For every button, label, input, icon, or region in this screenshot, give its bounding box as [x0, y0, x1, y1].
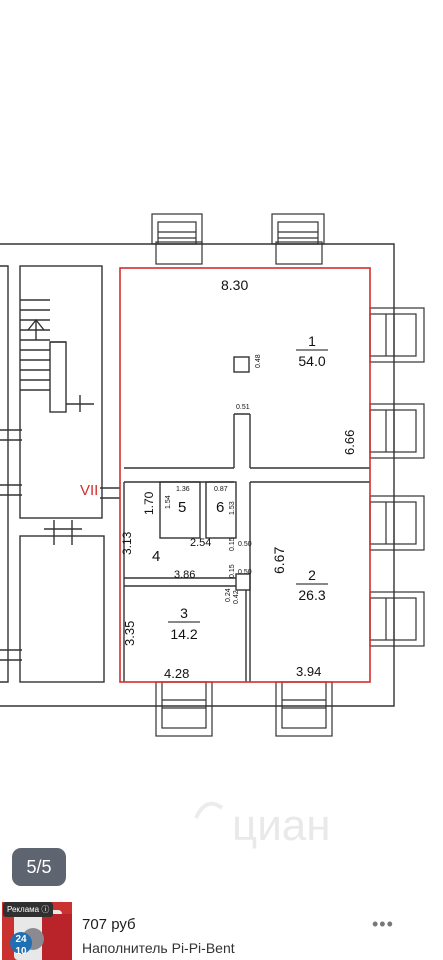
room-6-box — [205, 481, 237, 539]
room-1-area: 54.0 — [298, 353, 325, 369]
dim-254: 2.54 — [190, 537, 211, 549]
ad-banner[interactable]: 24 10 Реклама ⓘ 707 руб Наполнитель Pi-P… — [0, 898, 443, 960]
dim-394: 3.94 — [296, 664, 321, 679]
dim-042: 0.42 — [233, 590, 240, 604]
dim-428: 4.28 — [164, 666, 189, 681]
section-label: VII — [80, 482, 98, 499]
more-dots-icon[interactable]: ••• — [372, 914, 394, 934]
ad-label: Реклама ⓘ — [3, 902, 54, 917]
watermark-logo-icon — [194, 801, 224, 819]
room-4-number: 4 — [152, 548, 160, 565]
product-pack-red — [42, 914, 72, 960]
watermark: циан — [232, 801, 331, 850]
dim-024: 0.24 — [225, 588, 232, 602]
room-1-number: 1 — [308, 333, 316, 349]
dim-154: 1.54 — [165, 495, 172, 509]
dim-050a: 0.50 — [238, 541, 252, 548]
thumb-badge: 24 10 — [10, 932, 32, 957]
left-room-block — [19, 535, 105, 683]
room-3-number: 3 — [180, 605, 188, 621]
dim-170: 1.70 — [142, 491, 156, 515]
room-5-box — [159, 481, 201, 539]
dim-313: 3.13 — [120, 531, 134, 555]
column — [233, 356, 250, 373]
dim-015a: 0.15 — [229, 537, 236, 551]
dim-048: 0.48 — [255, 354, 262, 368]
room-3-area: 14.2 — [170, 626, 197, 642]
dim-050b: 0.50 — [238, 569, 252, 576]
dim-051: 0.51 — [236, 404, 250, 411]
dim-015b: 0.15 — [229, 564, 236, 578]
highlight-outline — [119, 267, 371, 683]
room-2-area: 26.3 — [298, 587, 325, 603]
room-6-number: 6 — [216, 499, 224, 516]
dim-830: 8.30 — [221, 277, 248, 293]
dim-153: 1.53 — [229, 501, 236, 515]
dim-386: 3.86 — [174, 569, 195, 581]
dim-335: 3.35 — [122, 621, 137, 646]
floor-plan: 8.30 1 54.0 0.48 0.51 6.66 VII 1.70 1.36… — [0, 213, 425, 850]
room-5-number: 5 — [178, 499, 186, 516]
dim-087: 0.87 — [214, 486, 228, 493]
gallery-counter: 5/5 — [12, 848, 66, 886]
ad-title[interactable]: Наполнитель Pi-Pi-Bent — [82, 940, 235, 956]
dim-667: 6.67 — [271, 547, 287, 574]
stair-block — [19, 265, 103, 519]
dim-666: 6.66 — [342, 430, 357, 455]
room-2-number: 2 — [308, 567, 316, 583]
ad-price[interactable]: 707 руб — [82, 916, 136, 933]
dim-136: 1.36 — [176, 486, 190, 493]
